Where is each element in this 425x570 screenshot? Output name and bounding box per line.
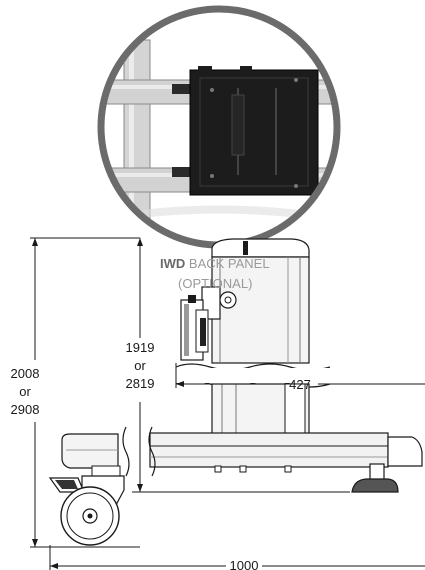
base-width-value: 1000 <box>230 558 259 570</box>
callout-panel-label: BACK PANEL <box>185 256 269 271</box>
base-end-cap-right <box>387 436 423 467</box>
overall-height-value-b: 2908 <box>11 402 40 417</box>
callout-line-1: IWD BACK PANEL <box>160 256 270 271</box>
column-height-value-b: 2819 <box>126 376 155 391</box>
column-depth-value: 427 <box>289 377 311 392</box>
dimension-arrowheads <box>32 238 184 569</box>
caster-wheel <box>48 475 125 546</box>
trolley-side-view <box>48 238 423 546</box>
column-body <box>211 256 310 364</box>
back-panel-detail <box>189 69 319 196</box>
overall-height-or: or <box>19 384 31 399</box>
base-frame <box>149 432 389 468</box>
levelling-foot <box>351 463 399 493</box>
callout-brand: IWD <box>160 256 185 271</box>
column-top-cap <box>211 238 310 258</box>
column-height-value-a: 1919 <box>126 340 155 355</box>
column-height-or: or <box>134 358 146 373</box>
base-left-end <box>61 433 121 477</box>
detail-zoom-callout <box>97 5 341 249</box>
callout-line-2: (OPTIONAL) <box>178 276 252 291</box>
dimension-lines <box>30 237 425 570</box>
overall-height-value-a: 2008 <box>11 366 40 381</box>
